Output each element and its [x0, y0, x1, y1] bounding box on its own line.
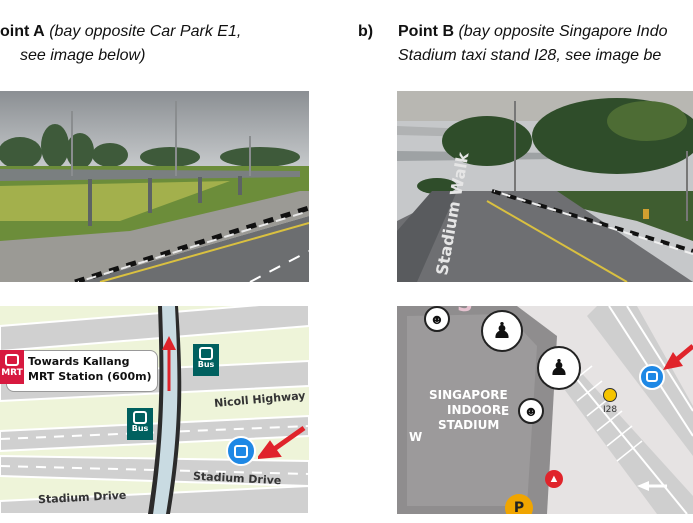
- point-b-marker: b): [358, 20, 373, 44]
- towards-line1: Towards Kallang: [28, 355, 130, 368]
- letter-e: E: [501, 404, 510, 418]
- people-icon: ☻: [424, 306, 450, 332]
- letter-w: W: [409, 430, 423, 444]
- parking-icon: P: [505, 494, 533, 514]
- point-b-desc-line2: Stadium taxi stand I28, see image be: [398, 47, 662, 64]
- point-b-caption-line2: Stadium taxi stand I28, see image be: [398, 44, 661, 68]
- bus-location-marker: [226, 436, 256, 466]
- taxi-stand-icon: [603, 388, 617, 402]
- kallang-mrt-callout: [6, 350, 158, 392]
- venue-name-line3: STADIUM: [438, 418, 500, 432]
- point-a-label: oint A: [0, 23, 45, 40]
- point-b-marker-text: b): [358, 23, 374, 40]
- people-icon-2: ☻: [518, 398, 544, 424]
- map-point-a: MRT Towards Kallang MRT Station (600m) B…: [0, 306, 309, 514]
- towards-line2: MRT Station (600m): [28, 370, 152, 383]
- bus-stop-icon: Bus: [193, 344, 219, 376]
- mrt-icon: MRT: [0, 350, 24, 384]
- point-b-desc-line1: (bay opposite Singapore Indo: [458, 23, 668, 40]
- taxi-stand-code: I28: [603, 405, 618, 415]
- venue-name-line2: INDOOR: [447, 403, 502, 417]
- security-officer-icon: ♟: [481, 310, 523, 352]
- bus-badge-text-2: Bus: [131, 424, 149, 433]
- security-officer-icon-2: ♟: [537, 346, 581, 390]
- bus-location-marker-b: [639, 364, 665, 390]
- venue-name-line1: SINGAPORE: [429, 388, 508, 402]
- bus-badge-text: Bus: [197, 360, 215, 369]
- fire-hydrant-icon: ▲: [545, 470, 563, 488]
- point-a-desc-line1: (bay opposite Car Park E1,: [49, 23, 242, 40]
- point-b-label: Point B: [398, 23, 454, 40]
- red-arrow-icon: [258, 425, 306, 460]
- point-a-desc-line2: see image below): [20, 47, 146, 64]
- photo-point-a: [0, 91, 309, 282]
- photo-point-b: Stadium Walk: [397, 91, 693, 282]
- point-b-caption: Point B (bay opposite Singapore Indo: [398, 20, 668, 44]
- map-point-b: ☻ ♟ ♟ ☻ SINGAPORE INDOOR STADIUM E W I28…: [397, 306, 693, 514]
- point-a-caption-line2: see image below): [20, 44, 145, 68]
- mrt-badge-text: MRT: [1, 368, 23, 378]
- bus-stop-icon-2: Bus: [127, 408, 153, 440]
- point-a-caption: oint A (bay opposite Car Park E1,: [0, 20, 241, 44]
- cut-letter: S: [457, 306, 473, 317]
